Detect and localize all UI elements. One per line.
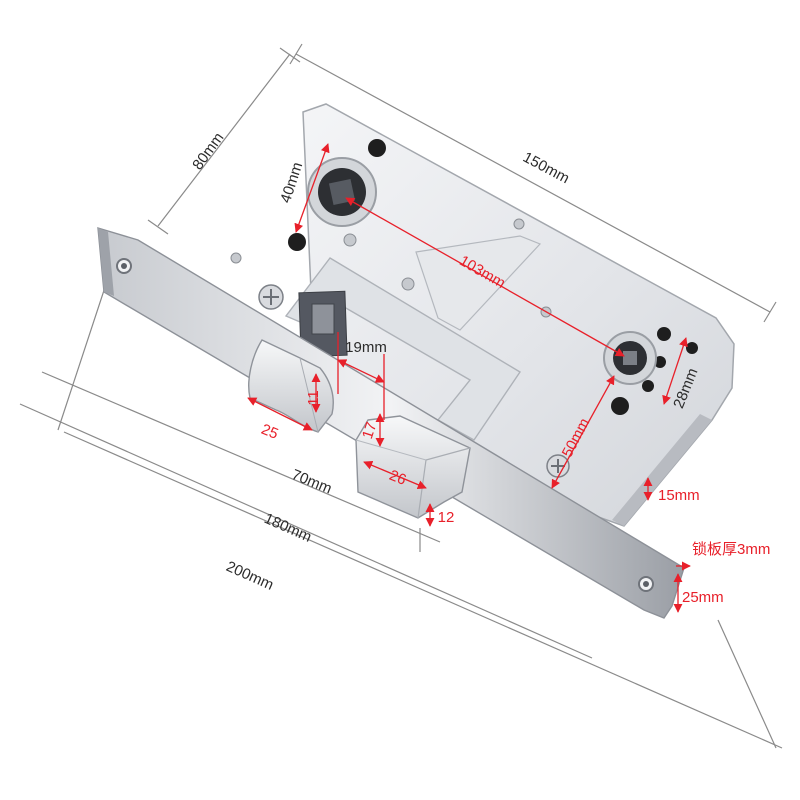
label-latch-height: 11 bbox=[305, 390, 322, 406]
label-case-height: 80mm bbox=[189, 129, 227, 173]
label-faceplate-inner: 180mm bbox=[262, 510, 315, 546]
cylinder-hub bbox=[603, 331, 657, 385]
mount-hole-icon bbox=[686, 342, 698, 354]
label-latch-offset: 19mm bbox=[345, 339, 387, 356]
dim-70-line bbox=[41, 371, 441, 543]
label-deadbolt-height: 17 bbox=[359, 420, 380, 441]
rivet-icon bbox=[401, 277, 415, 291]
case-edge-shadow bbox=[612, 414, 712, 526]
label-faceplate-width: 25mm bbox=[682, 589, 724, 606]
dimension-lines-gray bbox=[19, 43, 783, 749]
dimension-lines-red bbox=[247, 143, 691, 613]
label-case-width: 150mm bbox=[520, 149, 572, 187]
spindle-hub bbox=[307, 157, 377, 227]
dim-200-ext-a bbox=[57, 265, 113, 431]
dim-150-line bbox=[295, 53, 771, 313]
latch-spring bbox=[311, 303, 335, 335]
label-faceplate-total: 200mm bbox=[224, 558, 277, 594]
faceplate-edge bbox=[98, 228, 114, 296]
label-deadbolt-thickness: 12 bbox=[438, 509, 455, 526]
label-backset: 70mm bbox=[289, 466, 334, 497]
rivet-icon bbox=[230, 252, 242, 264]
dim-150-tick-b bbox=[763, 301, 777, 323]
mount-hole-icon bbox=[368, 139, 386, 157]
cylinder-cam-icon bbox=[623, 351, 637, 365]
dim-80-tick-a bbox=[147, 219, 169, 235]
mount-hole-icon bbox=[642, 380, 654, 392]
mount-hole-icon bbox=[657, 327, 671, 341]
label-latch-length: 25 bbox=[259, 421, 281, 443]
label-deadbolt-length: 26 bbox=[387, 467, 409, 489]
label-spindle-hub: 40mm bbox=[277, 160, 306, 205]
label-faceplate-thickness: 锁板厚3mm bbox=[692, 540, 770, 558]
dim-150-tick-a bbox=[289, 43, 303, 65]
mount-hole-icon bbox=[288, 233, 306, 251]
dim-200-line bbox=[63, 431, 783, 749]
rivet-icon bbox=[513, 218, 525, 230]
dim-200-ext-b bbox=[717, 619, 777, 749]
screw-cross bbox=[263, 289, 279, 305]
rivet-icon bbox=[343, 233, 357, 247]
dim-80-tick-b bbox=[279, 47, 301, 63]
dim-180-line bbox=[19, 403, 593, 659]
dim-80-line bbox=[157, 53, 291, 227]
mount-hole-icon bbox=[611, 397, 629, 415]
label-faceplate-edge: 15mm bbox=[658, 487, 700, 504]
